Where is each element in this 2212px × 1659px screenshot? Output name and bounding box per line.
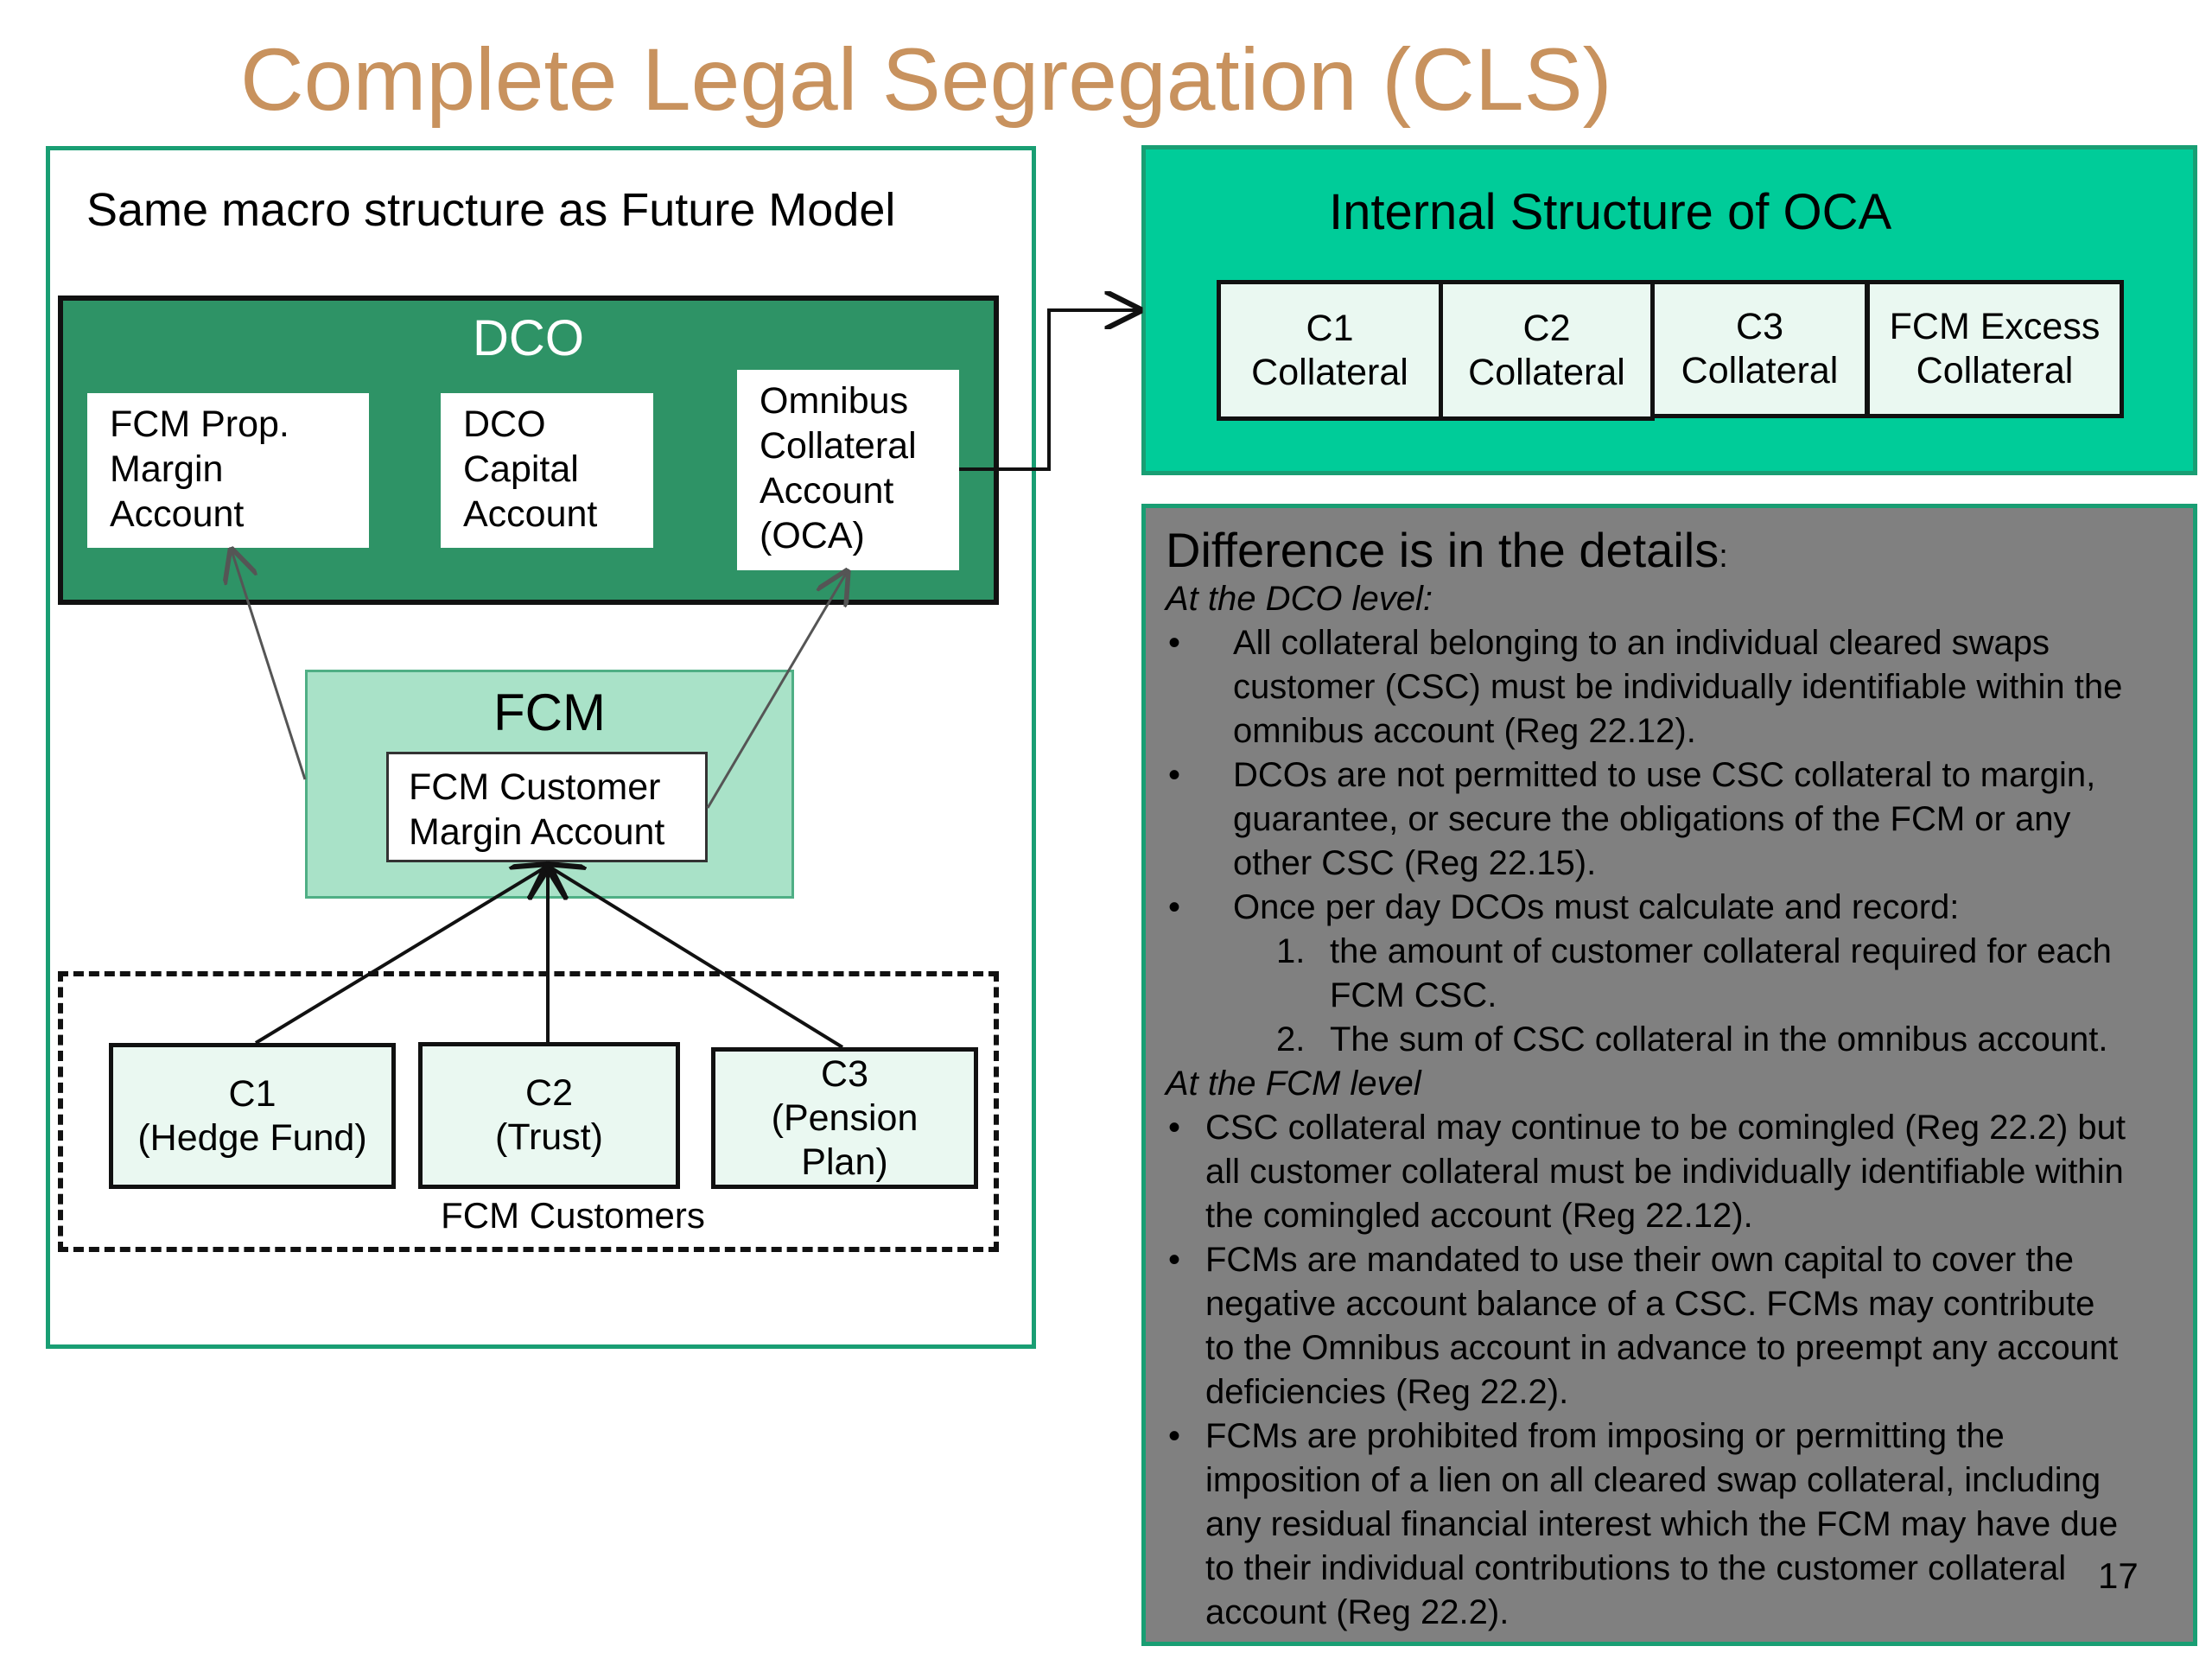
bullet-marker: • bbox=[1168, 1109, 1181, 1147]
customer-c2-box: C2 (Trust) bbox=[418, 1042, 680, 1189]
numbered-marker: 1. bbox=[1276, 932, 1306, 970]
bullet-line: all customer collateral must be individu… bbox=[1205, 1153, 2124, 1191]
account-line: Collateral bbox=[760, 425, 917, 467]
bullet-line: negative account balance of a CSC. FCMs … bbox=[1205, 1285, 2095, 1323]
c3-to-fcm-arrow bbox=[548, 866, 844, 1049]
details-heading-text: Difference is in the details bbox=[1166, 523, 1719, 577]
details-panel bbox=[1141, 504, 2197, 1646]
account-line: Margin Account bbox=[409, 811, 665, 853]
bullet-line: CSC collateral may continue to be coming… bbox=[1205, 1109, 2126, 1147]
account-line: Account bbox=[463, 493, 598, 535]
bullet-line: deficiencies (Reg 22.2). bbox=[1205, 1373, 1569, 1411]
bullet-line: the comingled account (Reg 22.12). bbox=[1205, 1197, 1753, 1235]
details-heading: Difference is in the details: bbox=[1166, 522, 1728, 578]
customer-line: (Trust) bbox=[495, 1116, 603, 1158]
fcm-customer-margin-account: FCM Customer Margin Account bbox=[386, 752, 708, 862]
bullet-marker: • bbox=[1168, 888, 1181, 926]
fcm-customers-label: FCM Customers bbox=[441, 1195, 705, 1236]
account-line: Capital bbox=[463, 448, 579, 490]
fcm-to-oca-arrow bbox=[706, 572, 847, 809]
cell-line: Collateral bbox=[1916, 350, 2074, 391]
bullet-line: any residual financial interest which th… bbox=[1205, 1505, 2119, 1543]
cell-line: C1 bbox=[1306, 307, 1354, 349]
numbered-line: FCM CSC. bbox=[1330, 976, 1497, 1014]
customer-c1-box: C1 (Hedge Fund) bbox=[109, 1043, 396, 1189]
account-line: Account bbox=[110, 493, 245, 535]
fcm-to-prop-margin-arrow bbox=[232, 550, 307, 780]
account-line: Omnibus bbox=[760, 380, 909, 422]
bullet-line: other CSC (Reg 22.15). bbox=[1233, 844, 1597, 882]
customer-c3-box: C3 (Pension Plan) bbox=[711, 1047, 978, 1189]
bullet-marker: • bbox=[1168, 624, 1181, 662]
account-line: FCM Customer bbox=[409, 766, 661, 808]
cell-line: Collateral bbox=[1681, 350, 1839, 391]
cell-line: Collateral bbox=[1468, 351, 1625, 393]
cell-line: Collateral bbox=[1251, 351, 1408, 393]
account-line: FCM Prop. bbox=[110, 404, 289, 445]
dco-label: DCO bbox=[473, 310, 584, 366]
dco-level-subheading: At the DCO level: bbox=[1166, 580, 1433, 618]
fcm-prop-margin-account: FCM Prop. Margin Account bbox=[87, 393, 369, 548]
account-line: Margin bbox=[110, 448, 224, 490]
customer-line: C2 bbox=[525, 1072, 573, 1114]
customer-line: Plan) bbox=[801, 1141, 888, 1183]
bullet-line: All collateral belonging to an individua… bbox=[1233, 624, 2050, 662]
cell-line: C3 bbox=[1736, 306, 1783, 347]
slide-title: Complete Legal Segregation (CLS) bbox=[240, 30, 1612, 129]
account-line: Account bbox=[760, 470, 894, 512]
bullet-marker: • bbox=[1168, 1417, 1181, 1455]
oca-to-structure-arrow bbox=[959, 310, 1139, 471]
fcm-label: FCM bbox=[493, 683, 606, 741]
account-line: DCO bbox=[463, 404, 546, 445]
c1-to-fcm-arrow bbox=[254, 866, 548, 1045]
bullet-line: customer (CSC) must be individually iden… bbox=[1233, 668, 2123, 706]
cell-line: FCM Excess bbox=[1889, 306, 2101, 347]
numbered-marker: 2. bbox=[1276, 1020, 1306, 1058]
bullet-line: DCOs are not permitted to use CSC collat… bbox=[1233, 756, 2096, 794]
omnibus-collateral-account: Omnibus Collateral Account (OCA) bbox=[737, 370, 959, 570]
bullet-line: imposition of a lien on all cleared swap… bbox=[1205, 1461, 2101, 1499]
dco-capital-account: DCO Capital Account bbox=[441, 393, 653, 548]
bullet-line: to their individual contributions to the… bbox=[1205, 1549, 2067, 1587]
numbered-line: The sum of CSC collateral in the omnibus… bbox=[1330, 1020, 2108, 1058]
macro-structure-subtitle: Same macro structure as Future Model bbox=[86, 184, 896, 236]
oca-structure-title: Internal Structure of OCA bbox=[1329, 184, 1892, 240]
bullet-line: FCMs are prohibited from imposing or per… bbox=[1205, 1417, 2005, 1455]
details-heading-colon: : bbox=[1719, 538, 1728, 575]
fcm-customers-group bbox=[58, 971, 999, 1252]
bullet-line: FCMs are mandated to use their own capit… bbox=[1205, 1241, 2074, 1279]
customer-line: (Pension bbox=[771, 1096, 918, 1139]
customer-line: C1 bbox=[228, 1072, 276, 1115]
bullet-line: guarantee, or secure the obligations of … bbox=[1233, 800, 2071, 838]
fcm-excess-collateral-cell: FCM Excess Collateral bbox=[1866, 280, 2124, 418]
bullet-line: Once per day DCOs must calculate and rec… bbox=[1233, 888, 1960, 926]
bullet-marker: • bbox=[1168, 756, 1181, 794]
account-line: (OCA) bbox=[760, 515, 865, 556]
numbered-line: the amount of customer collateral requir… bbox=[1330, 932, 2112, 970]
customer-line: C3 bbox=[821, 1052, 868, 1095]
c3-collateral-cell: C3 Collateral bbox=[1650, 280, 1869, 418]
fcm-level-subheading: At the FCM level bbox=[1166, 1065, 1421, 1103]
bullet-line: omnibus account (Reg 22.12). bbox=[1233, 712, 1696, 750]
bullet-marker: • bbox=[1168, 1241, 1181, 1279]
cell-line: C2 bbox=[1522, 307, 1571, 349]
bullet-line: account (Reg 22.2). bbox=[1205, 1593, 1510, 1631]
customer-line: (Hedge Fund) bbox=[137, 1116, 367, 1159]
bullet-line: to the Omnibus account in advance to pre… bbox=[1205, 1329, 2119, 1367]
page-number: 17 bbox=[2098, 1555, 2139, 1596]
